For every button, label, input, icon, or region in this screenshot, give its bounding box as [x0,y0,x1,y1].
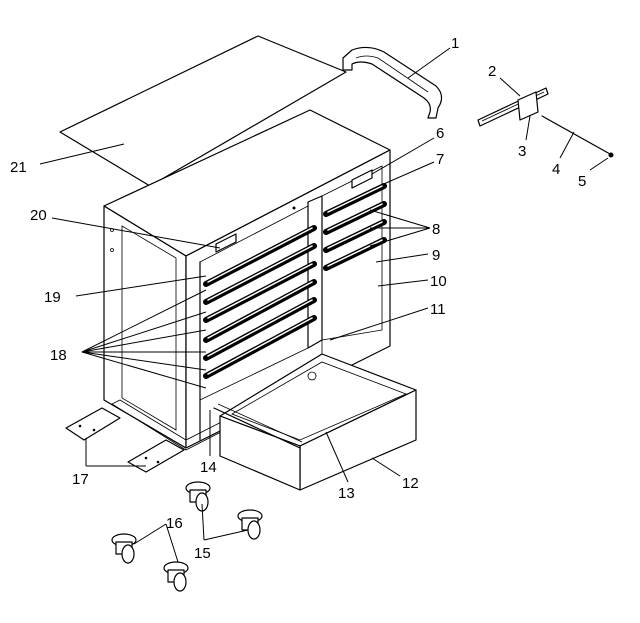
callout-14: 14 [200,459,217,476]
callout-5: 5 [578,173,586,190]
left-drawer-pulls [203,225,317,379]
pin-end-icon [608,152,614,158]
handle-part [342,46,443,119]
caster-wheel-3-icon [111,533,137,564]
callout-17: 17 [72,471,89,488]
callout-7: 7 [436,151,444,168]
callout-18: 18 [50,347,67,364]
callout-1: 1 [451,35,459,52]
callout-3: 3 [518,143,526,160]
callout-4: 4 [552,161,560,178]
callout-10: 10 [430,273,447,290]
top-mat-part [59,35,347,187]
callout-20: 20 [30,207,47,224]
caster-wheel-4-icon [163,561,189,592]
casters-part [111,481,263,592]
callout-11: 11 [430,301,446,318]
callout-16: 16 [166,515,183,532]
callout-21: 21 [10,159,27,176]
callout-8: 8 [432,221,440,238]
callout-9: 9 [432,247,440,264]
label-plate-left [215,233,237,253]
slide-assembly-part [477,87,614,158]
callout-15: 15 [194,545,211,562]
callout-6: 6 [436,125,444,142]
bottom-drawer-part [213,340,417,491]
callout-labels: 1 2 3 4 5 6 7 8 9 10 11 12 13 14 15 16 1… [10,35,586,562]
label-plate-right [351,169,373,189]
foot-brackets-part [65,407,185,473]
callout-19: 19 [44,289,61,306]
caster-wheel-1-icon [185,481,211,512]
leader-lines [39,47,609,563]
callout-2: 2 [488,63,496,80]
callout-12: 12 [402,475,419,492]
caster-wheel-2-icon [237,509,263,540]
callout-13: 13 [338,485,355,502]
